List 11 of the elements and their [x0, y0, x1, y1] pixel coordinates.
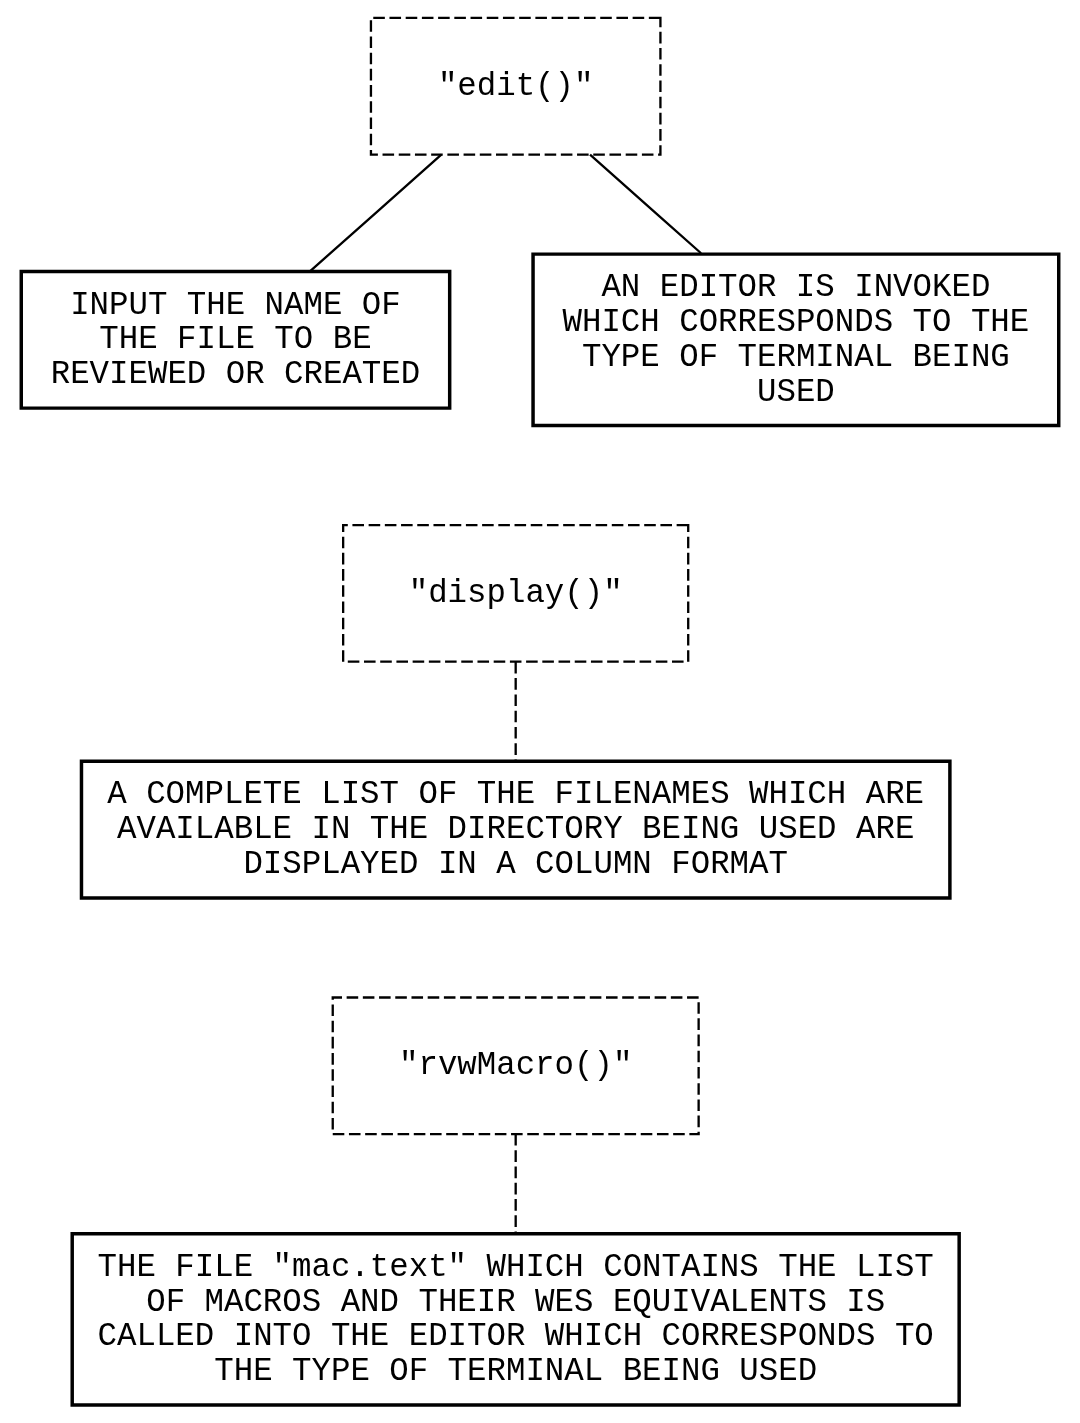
connector: [309, 153, 443, 272]
node-box: INPUT THE NAME OF THE FILE TO BE REVIEWED OR CREATED: [19, 269, 452, 410]
node-box: "display()": [342, 523, 690, 663]
node-box: A COMPLETE LIST OF THE FILENAMES WHICH ARE AVAILABLE IN THE DIRECTORY BEING USED ARE DISPLAYED IN A COLUMN FORMAT: [79, 759, 952, 900]
connector: [514, 662, 517, 761]
connector: [514, 1134, 517, 1233]
node-box: "rvwMacro()": [331, 996, 700, 1136]
node-box: THE FILE "mac.text" WHICH CONTAINS THE LIST OF MACROS AND THEIR WES EQUIVALENTS IS CALLED INTO THE EDITOR WHICH CORRESPONDS TO THE TYPE OF TERMINAL BEING USED: [70, 1231, 961, 1407]
node-box: AN EDITOR IS INVOKED WHICH CORRESPONDS TO THE TYPE OF TERMINAL BEING USED: [531, 252, 1061, 428]
node-box: "edit()": [369, 16, 662, 156]
connector: [589, 153, 702, 255]
